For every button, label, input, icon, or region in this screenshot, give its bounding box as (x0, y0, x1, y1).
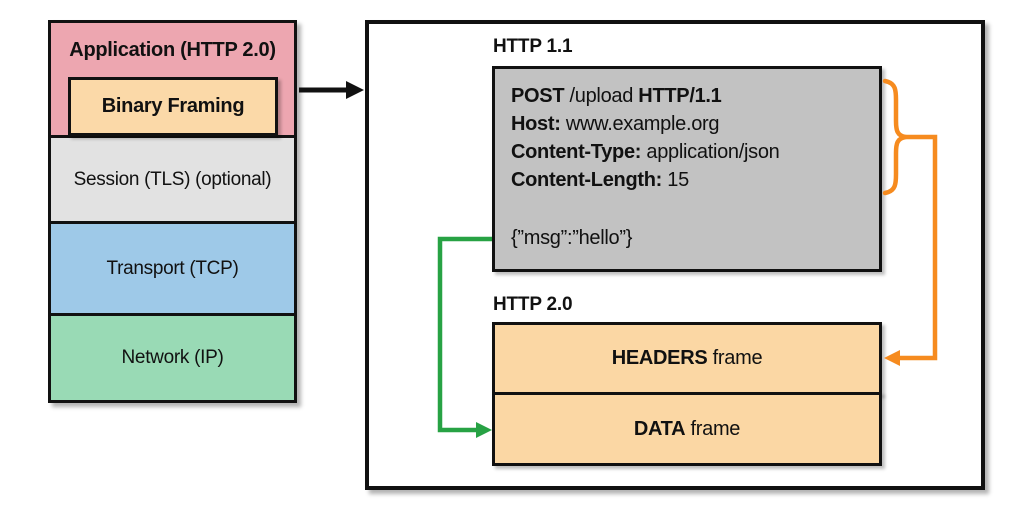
request-line-start: POST /upload HTTP/1.1 (511, 82, 863, 110)
headers-frame-bold: HEADERS (611, 347, 708, 369)
stack-layer-network: Network (IP) (51, 313, 294, 400)
headers-frame-rest: frame (707, 347, 763, 369)
content-type-value: application/json (641, 141, 780, 163)
data-frame-bold: DATA (633, 417, 686, 440)
headers-frame-box: HEADERS frame (492, 322, 882, 395)
protocol-stack: Application (HTTP 2.0) Binary Framing Se… (48, 20, 297, 403)
application-layer-label: Application (HTTP 2.0) (69, 38, 276, 61)
stack-layer-transport: Transport (TCP) (51, 221, 294, 313)
stack-layer-session: Session (TLS) (optional) (51, 135, 294, 221)
content-length-key: Content-Length: (511, 169, 663, 191)
binary-framing-label: Binary Framing (101, 95, 245, 117)
request-path: /upload (564, 85, 639, 107)
http11-request-box: POST /upload HTTP/1.1 Host: www.example.… (492, 66, 882, 272)
transport-layer-label: Transport (TCP) (106, 257, 239, 279)
data-frame-label: DATA frame (633, 417, 741, 441)
http20-label: HTTP 2.0 (493, 294, 573, 315)
stack-layer-application: Application (HTTP 2.0) Binary Framing (51, 23, 294, 136)
data-frame-rest: frame (685, 417, 741, 440)
request-body: {”msg”:”hello”} (511, 227, 633, 249)
network-layer-label: Network (IP) (121, 347, 224, 368)
request-line-host: Host: www.example.org (511, 110, 863, 138)
data-frame-box: DATA frame (492, 392, 882, 466)
host-value: www.example.org (560, 113, 720, 135)
request-method: POST (511, 85, 565, 107)
request-version: HTTP/1.1 (638, 85, 722, 107)
content-type-key: Content-Type: (511, 141, 642, 163)
host-key: Host: (511, 113, 561, 135)
framing-panel: HTTP 1.1 POST /upload HTTP/1.1 Host: www… (365, 20, 985, 490)
request-line-content-length: Content-Length: 15 (511, 166, 863, 194)
stack-to-panel-arrow (299, 81, 364, 99)
http11-label: HTTP 1.1 (493, 36, 573, 57)
content-length-value: 15 (662, 169, 689, 191)
session-layer-label: Session (TLS) (optional) (73, 168, 272, 190)
request-line-content-type: Content-Type: application/json (511, 138, 863, 166)
headers-frame-label: HEADERS frame (612, 347, 763, 370)
binary-framing-box: Binary Framing (68, 77, 278, 136)
